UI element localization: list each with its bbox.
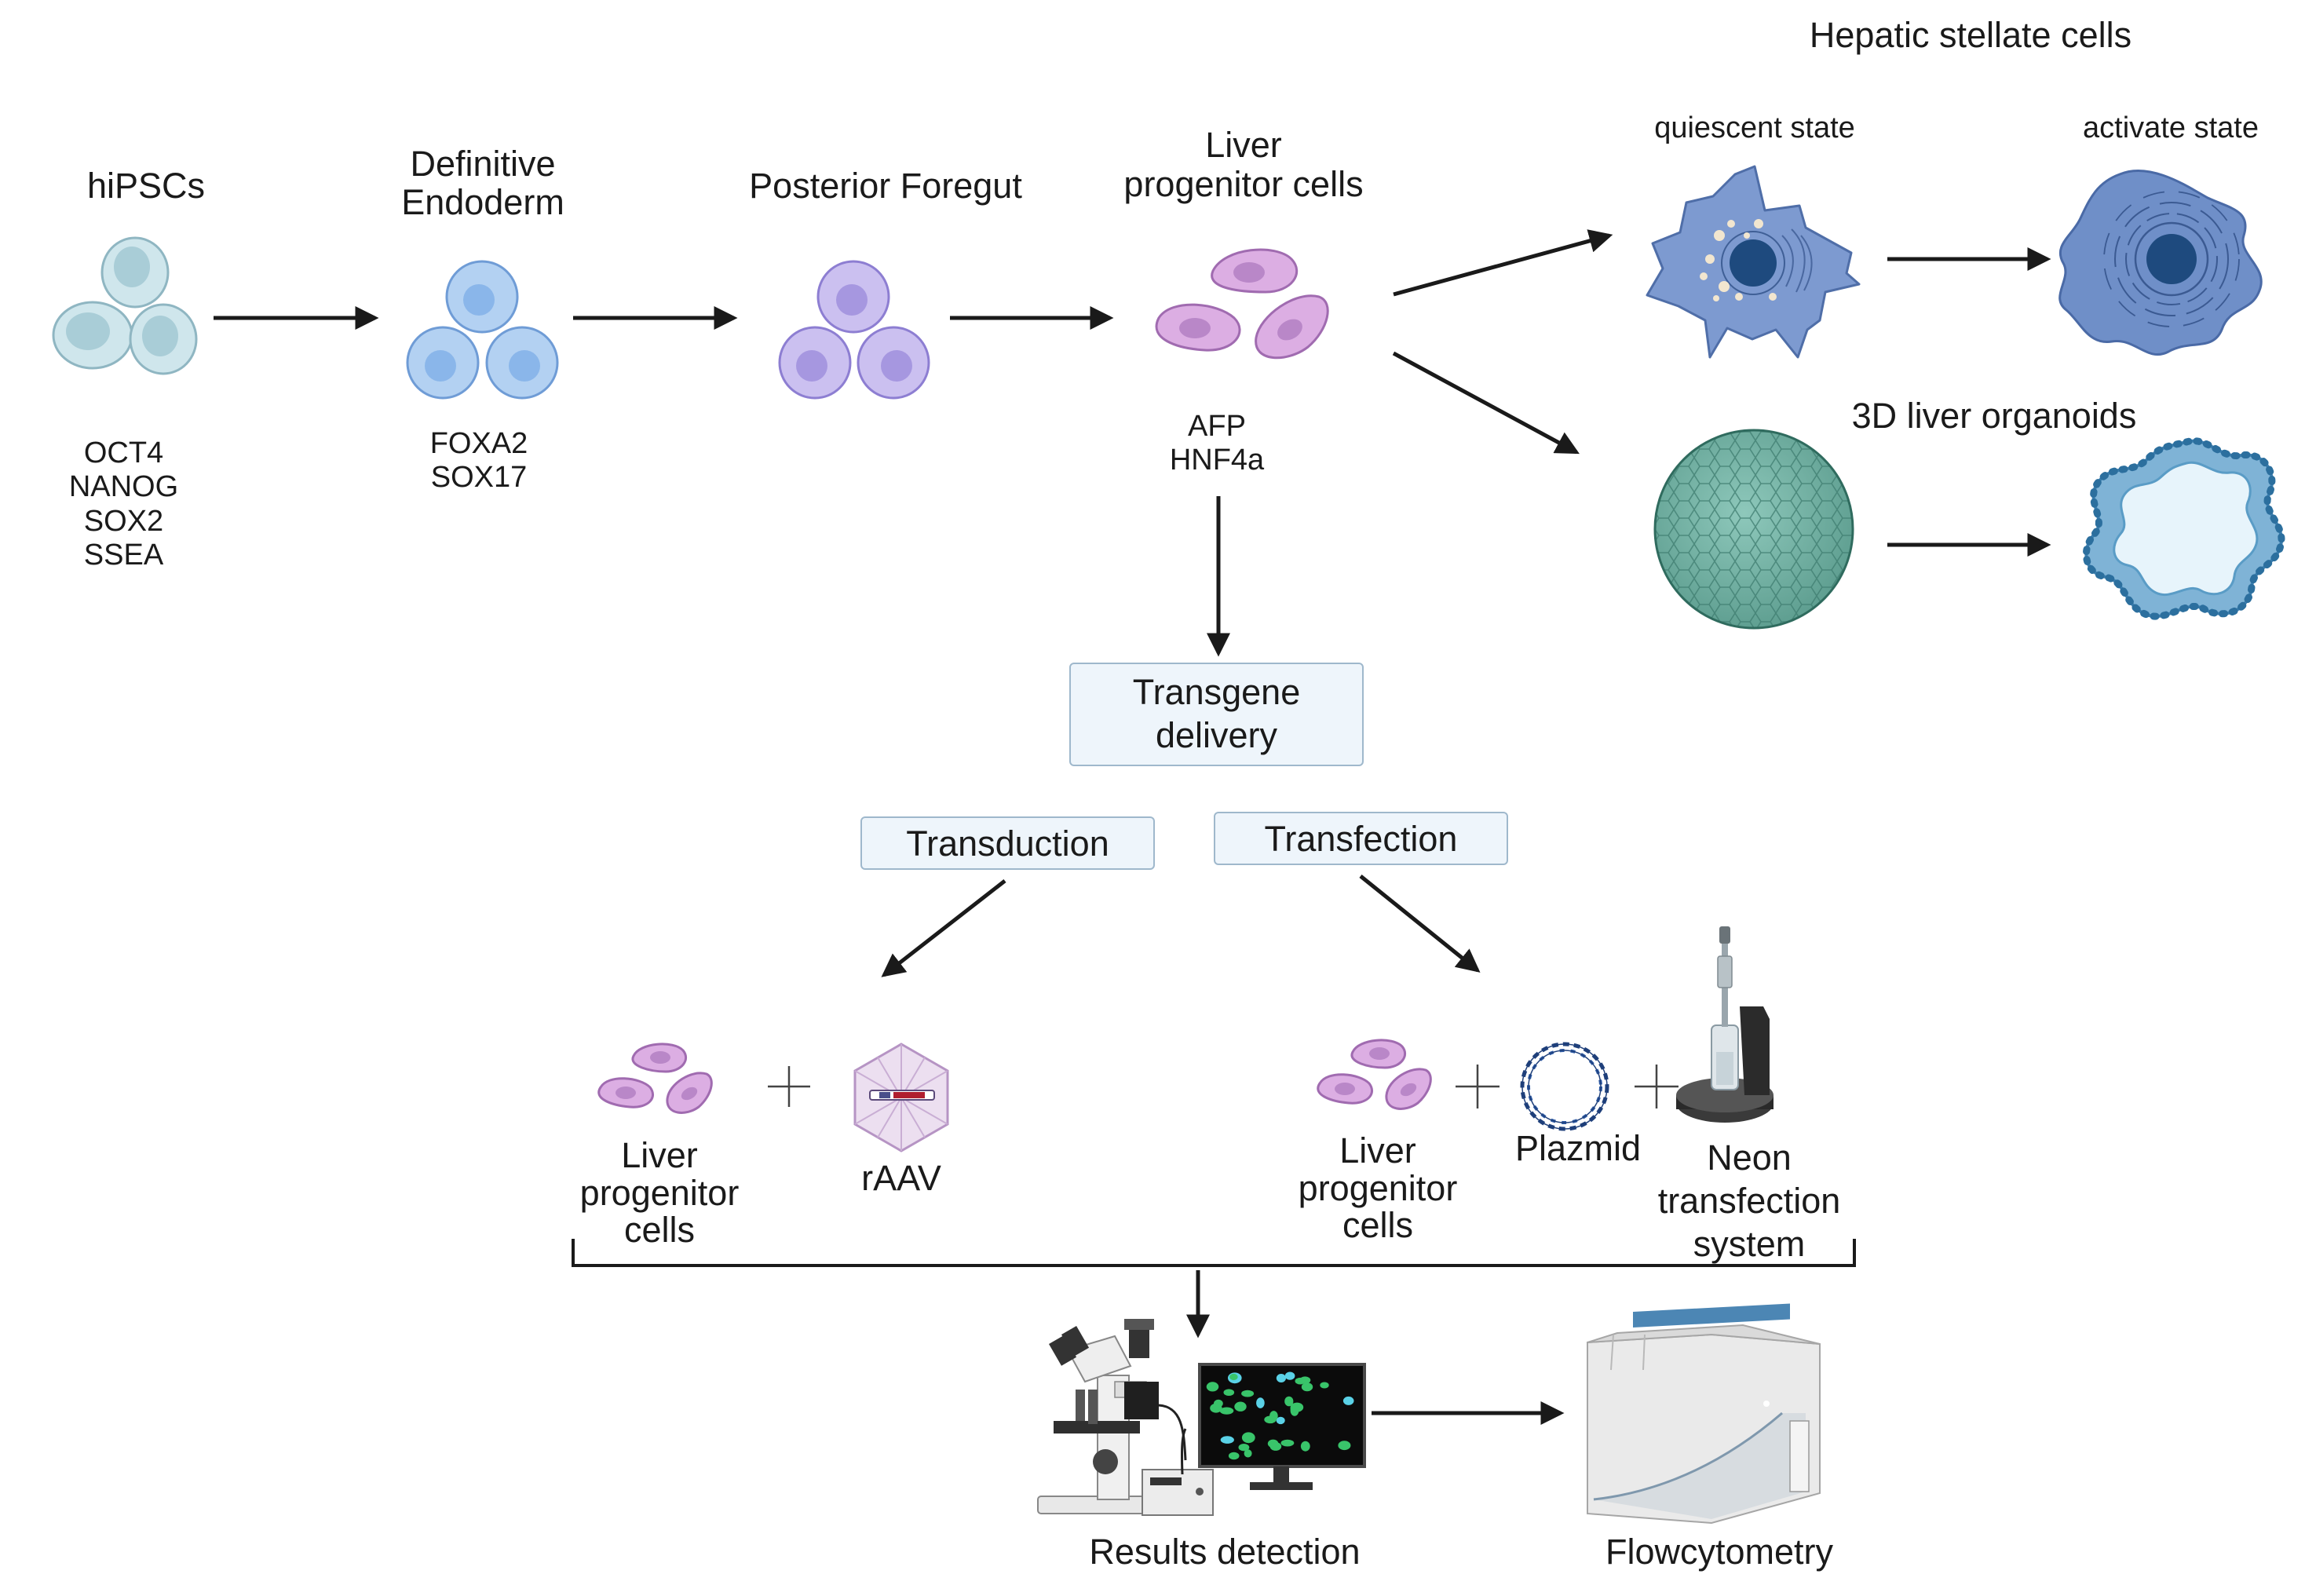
fluorescent-cell-dot: [1264, 1415, 1277, 1424]
transduction-box: Transduction: [860, 816, 1155, 870]
fluorescent-cell-dot: [1206, 1382, 1219, 1392]
progenitor-title: Liver progenitor cells: [1123, 125, 1364, 204]
fluorescent-cell-dot: [1219, 1407, 1234, 1415]
merge-bracket: [572, 1239, 1856, 1267]
neon-transfection-device-illustration: [1676, 926, 1773, 1123]
arrow-to-transfection-group: [1359, 875, 1481, 973]
raav-label: rAAV: [861, 1158, 941, 1198]
hipscs-markers: OCT4 NANOG SOX2 SSEA: [68, 436, 179, 572]
transfection-box: Transfection: [1214, 812, 1508, 865]
fluorescent-cell-dot: [1214, 1399, 1223, 1408]
quiescent-label: quiescent state: [1654, 111, 1855, 144]
transfection-cells-label: Liver progenitor cells: [1298, 1130, 1458, 1246]
activate-label: activate state: [2083, 111, 2259, 144]
fluorescent-cell-dot: [1244, 1449, 1252, 1458]
fluorescent-cell-dot: [1241, 1390, 1255, 1397]
fluorescent-cell-dot: [1284, 1371, 1295, 1380]
hipsc-cells-illustration: [52, 236, 198, 375]
raav-capsid-illustration: [853, 1043, 949, 1152]
fluorescent-cell-dot: [1223, 1389, 1235, 1396]
organoid-sphere-illustration: [1653, 429, 1854, 630]
arrow-progenitor-to-stellate: [1393, 229, 1613, 297]
fluorescent-cell-dot: [1338, 1441, 1351, 1451]
flowcytometry-label: Flowcytometry: [1605, 1532, 1834, 1572]
fluorescent-cell-dot: [1276, 1374, 1286, 1382]
fluorescent-cell-dot: [1280, 1439, 1295, 1447]
neon-system-label: Neon transfection system: [1657, 1138, 1841, 1264]
plus-sign-1: [768, 1066, 810, 1107]
quiescent-stellate-cell-illustration: [1646, 165, 1861, 359]
activated-stellate-cell-illustration: [2058, 169, 2263, 356]
plasmid-dna-icon: [1520, 1042, 1609, 1131]
progenitor-cells-illustration: [1155, 248, 1329, 360]
foregut-cells-illustration: [778, 260, 930, 400]
fluorescent-cell-dot: [1276, 1416, 1285, 1425]
plus-sign-2: [1456, 1065, 1500, 1108]
plus-sign-3: [1635, 1065, 1679, 1108]
fluorescent-cell-dot: [1234, 1401, 1247, 1412]
camera-box-illustration: [1124, 1382, 1187, 1461]
progenitor-markers: AFP HNF4a: [1169, 410, 1265, 477]
fluorescent-cell-dot: [1320, 1382, 1329, 1389]
fluorescence-monitor-illustration: [1198, 1363, 1366, 1490]
organoid-cross-section-illustration: [2082, 437, 2285, 620]
controller-unit-illustration: [1142, 1428, 1214, 1516]
arrow-progenitor-to-organoid: [1392, 351, 1580, 455]
fluorescent-cell-dot: [1256, 1397, 1265, 1408]
foregut-title: Posterior Foregut: [749, 166, 1022, 206]
fluorescent-cell-dot: [1238, 1444, 1250, 1452]
fluorescent-cell-dot: [1229, 1373, 1238, 1381]
fluorescent-cell-dot: [1295, 1377, 1306, 1385]
fluorescent-cell-dot: [1220, 1436, 1234, 1444]
results-detection-label: Results detection: [1089, 1532, 1361, 1572]
fluorescent-cell-dot: [1342, 1396, 1354, 1405]
endoderm-cells-illustration: [406, 260, 559, 400]
fluorescent-cell-dot: [1269, 1442, 1282, 1451]
transfection-progenitor-cells-illustration: [1317, 1039, 1432, 1110]
plasmid-label: Plazmid: [1514, 1128, 1642, 1168]
fluorescent-cell-dot: [1228, 1452, 1240, 1460]
fluorescent-cell-dot: [1241, 1432, 1255, 1444]
fluorescent-cell-dot: [1301, 1382, 1313, 1392]
endoderm-markers: FOXA2 SOX17: [429, 427, 528, 495]
arrows: [214, 229, 2051, 1425]
fluorescent-cell-dot: [1300, 1441, 1310, 1452]
flow-cytometer-illustration: [1587, 1303, 1821, 1525]
transduction-cells-label: Liver progenitor cells: [579, 1135, 740, 1251]
transduction-progenitor-cells-illustration: [597, 1043, 713, 1114]
fluorescent-cell-dot: [1284, 1396, 1294, 1407]
fluorescent-cell-dot: [1290, 1404, 1299, 1416]
stellate-title: Hepatic stellate cells: [1809, 15, 2132, 55]
transgene-delivery-box: Transgene delivery: [1069, 663, 1364, 766]
organoids-title: 3D liver organoids: [1851, 396, 2137, 436]
hipscs-title: hiPSCs: [86, 166, 206, 206]
endoderm-title: Definitive Endoderm: [401, 144, 564, 222]
arrow-to-transduction-group: [881, 879, 1006, 977]
